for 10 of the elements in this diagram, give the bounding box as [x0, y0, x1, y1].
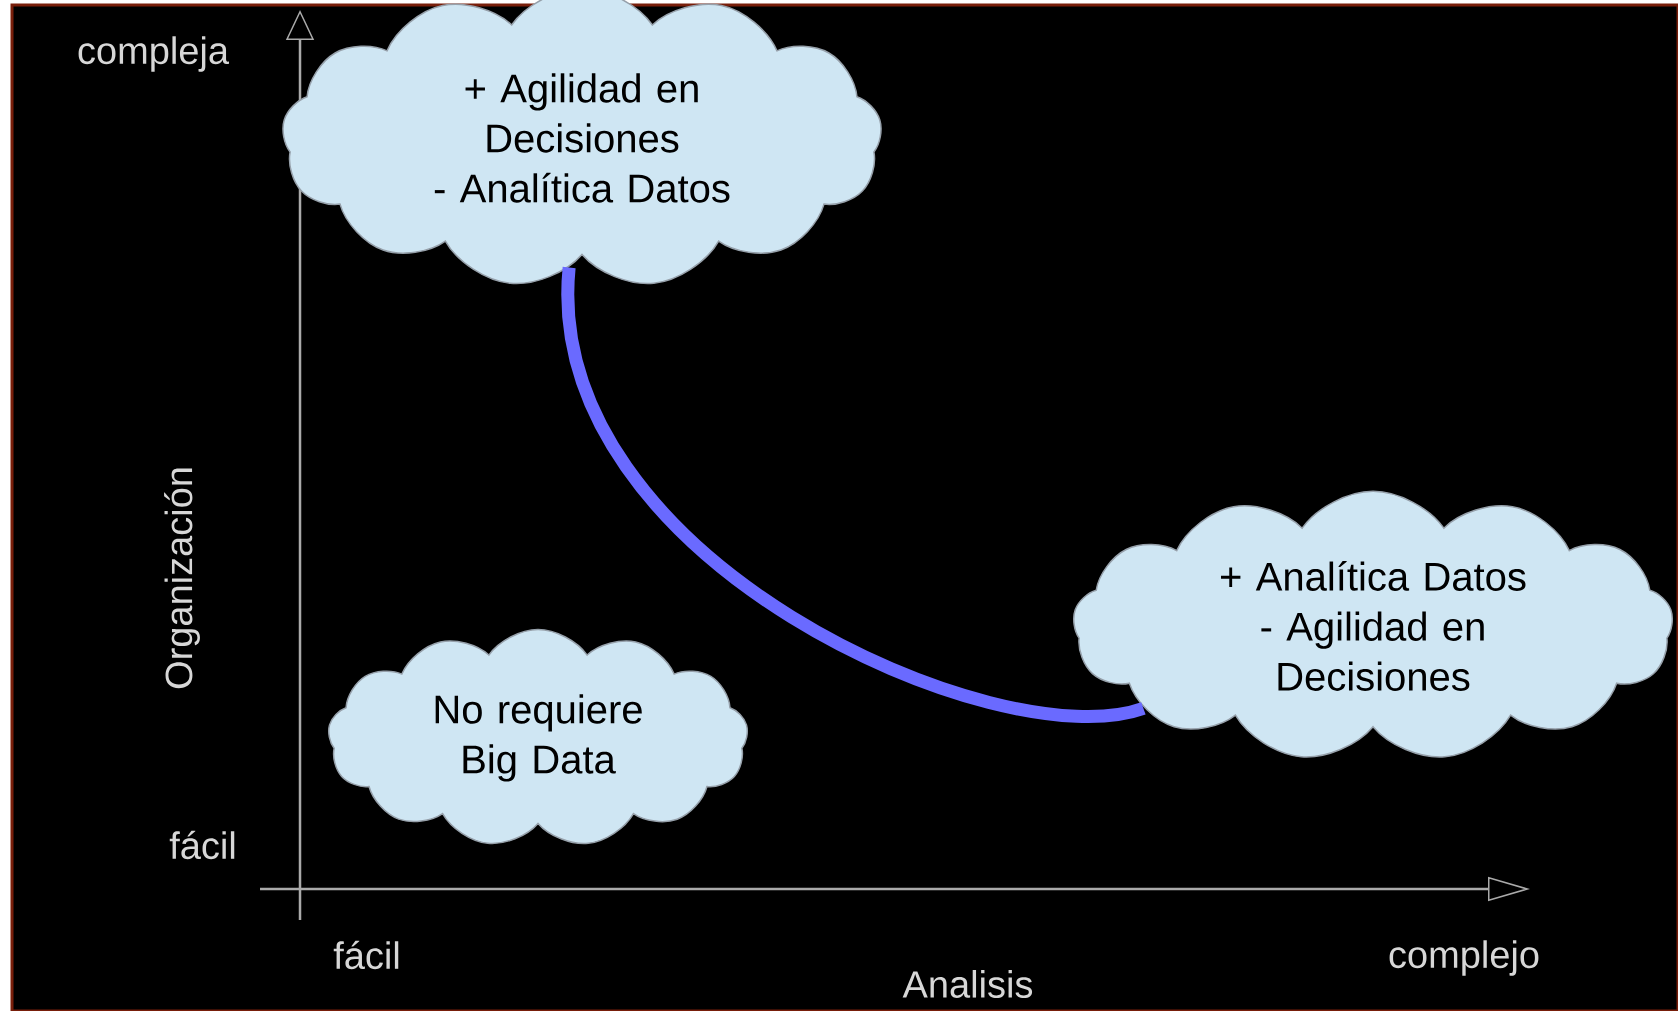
cloud: No requiere Big Data — [328, 628, 748, 845]
curve — [562, 267, 1145, 723]
axis-label: fácil — [169, 830, 235, 860]
axis-label: complejo — [1389, 940, 1539, 976]
axis-label: Organización — [164, 468, 200, 689]
axis-label: Analisis — [902, 970, 1033, 998]
axis-label: compleja — [78, 36, 229, 72]
axis-label: fácil — [333, 940, 399, 970]
cloud: + Analítica Datos - Agilidad en Decisiones — [1073, 490, 1673, 758]
cloud: + Agilidad en Decisiones - Analítica Datos — [282, 0, 882, 285]
